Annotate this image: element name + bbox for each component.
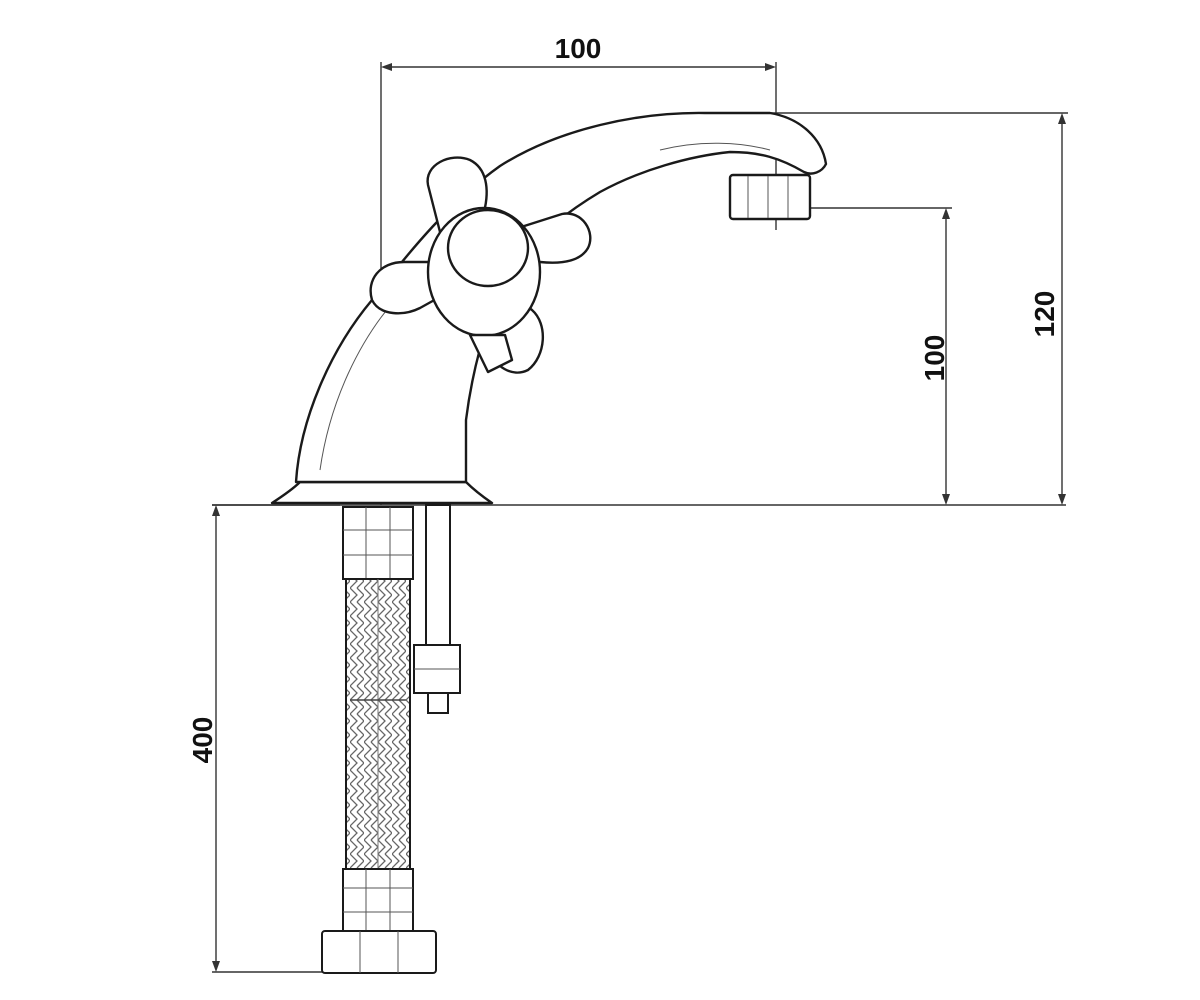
label-hose-length: 400: [187, 717, 218, 764]
dimension-spout-height: [800, 207, 952, 505]
dimension-hose-length: [212, 504, 340, 973]
cross-handle: [369, 156, 592, 374]
label-spout-reach: 100: [555, 33, 602, 64]
main-hose: [321, 506, 437, 974]
faucet-body: [270, 111, 828, 505]
label-total-height: 120: [1029, 291, 1060, 338]
dimension-total-height: [700, 112, 1068, 505]
secondary-pipe: [413, 504, 461, 714]
label-spout-height: 100: [919, 335, 950, 382]
